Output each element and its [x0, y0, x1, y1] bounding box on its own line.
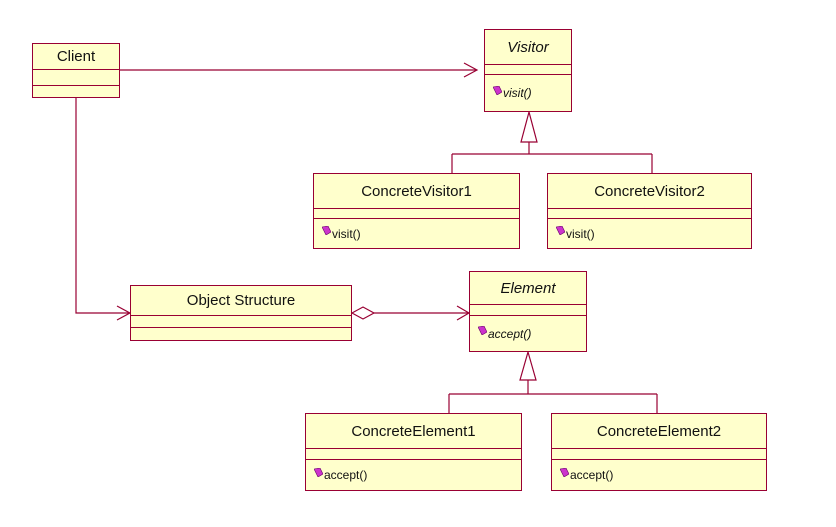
element-class-name: Element [470, 272, 586, 305]
concrete-visitor-1-operation: visit() [332, 226, 361, 241]
element-class-operations: accept() [470, 316, 586, 351]
client-class[interactable]: Client [32, 43, 120, 98]
client-visitor-arrowhead [463, 62, 479, 78]
visitor-class[interactable]: Visitor visit() [484, 29, 572, 112]
visitor-class-name: Visitor [485, 30, 571, 65]
concrete-element-1-class[interactable]: ConcreteElement1 accept() [305, 413, 522, 491]
concrete-element-2-operations: accept() [552, 460, 766, 490]
concrete-visitor-2-attributes [548, 209, 751, 219]
concrete-visitor-2-class[interactable]: ConcreteVisitor2 visit() [547, 173, 752, 249]
concrete-visitor-1-class[interactable]: ConcreteVisitor1 visit() [313, 173, 520, 249]
element-class[interactable]: Element accept() [469, 271, 587, 352]
operation-icon [493, 85, 502, 95]
concrete-visitor-1-name: ConcreteVisitor1 [314, 174, 519, 209]
concrete-visitor-2-operations: visit() [548, 219, 751, 248]
object-structure-operations [131, 328, 351, 340]
concrete-visitor-2-name: ConcreteVisitor2 [548, 174, 751, 209]
client-class-name: Client [33, 44, 119, 70]
aggregation-diamond [350, 306, 376, 320]
element-generalization-triangle [519, 349, 537, 381]
element-operation: accept() [488, 326, 532, 341]
concrete-visitor-1-operations: visit() [314, 219, 519, 248]
object-structure-attributes [131, 316, 351, 328]
concrete-element-1-operations: accept() [306, 460, 521, 490]
client-class-operations [33, 86, 119, 97]
element-generalization-tree [448, 380, 658, 413]
visitor-class-attributes [485, 65, 571, 75]
concrete-element-2-attributes [552, 449, 766, 460]
operation-icon [478, 326, 487, 335]
visitor-class-operations: visit() [485, 75, 571, 111]
visitor-generalization-tree [451, 142, 653, 173]
object-structure-class[interactable]: Object Structure [130, 285, 352, 341]
operation-icon [314, 467, 323, 477]
operation-icon [322, 226, 331, 235]
object-structure-name: Object Structure [131, 286, 351, 316]
concrete-element-2-operation: accept() [570, 468, 614, 482]
visitor-generalization-triangle [520, 109, 538, 143]
concrete-element-2-name: ConcreteElement2 [552, 414, 766, 449]
concrete-visitor-2-operation: visit() [566, 226, 595, 241]
client-class-attributes [33, 70, 119, 86]
operation-icon [556, 226, 565, 235]
concrete-element-1-operation: accept() [324, 468, 368, 482]
element-class-attributes [470, 305, 586, 316]
client-objectstructure-association [75, 98, 129, 314]
concrete-element-2-class[interactable]: ConcreteElement2 accept() [551, 413, 767, 491]
visitor-operation: visit() [503, 86, 532, 100]
operation-icon [560, 467, 569, 477]
concrete-element-1-name: ConcreteElement1 [306, 414, 521, 449]
concrete-element-1-attributes [306, 449, 521, 460]
concrete-visitor-1-attributes [314, 209, 519, 219]
